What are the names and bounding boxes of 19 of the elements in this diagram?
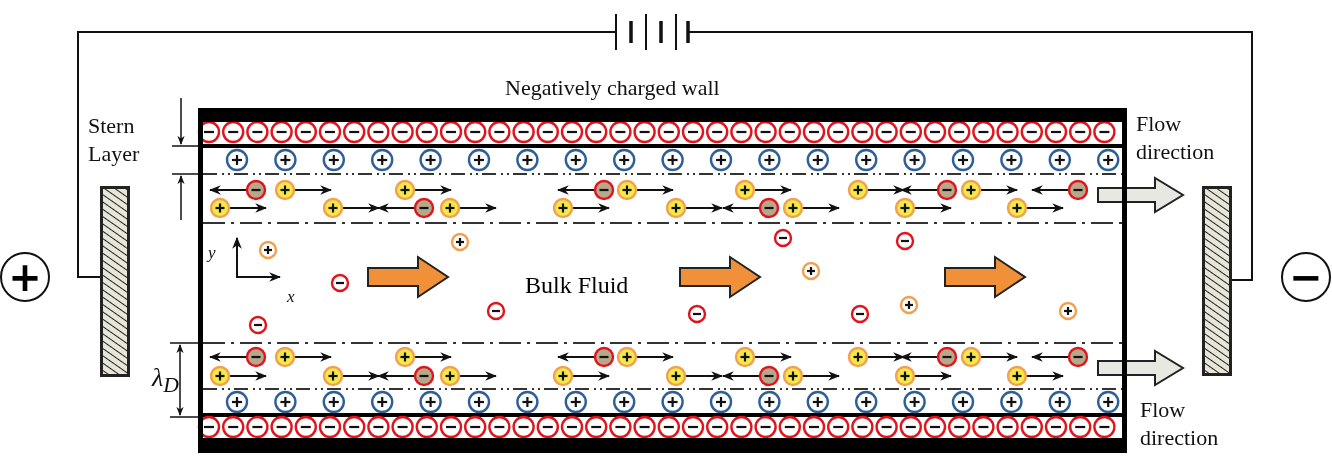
- flow-arrow: [1097, 349, 1185, 387]
- battery-symbol: [612, 14, 692, 52]
- flow-arrow: [1097, 176, 1185, 214]
- layer-label: Stern Layer: [88, 112, 141, 167]
- electrode-terminal: [0, 252, 50, 302]
- terminal-sign: +: [8, 257, 42, 297]
- wall-label: Negatively charged wall: [505, 74, 720, 102]
- wire: [77, 31, 613, 278]
- electrode-bar: [1202, 186, 1232, 376]
- region-label: Bulk Fluid: [525, 272, 629, 299]
- flow-label: Flow direction: [1140, 396, 1220, 451]
- wire: [691, 31, 1253, 281]
- debye-length-label: λ$_{D}$: [152, 362, 179, 400]
- flow-label: Flow direction: [1136, 110, 1216, 165]
- terminal-sign: −: [1289, 257, 1323, 297]
- axis-label: x: [287, 286, 295, 308]
- electrode-bar: [100, 186, 130, 377]
- electrode-terminal: [1281, 252, 1331, 302]
- axis-label: y: [208, 242, 216, 264]
